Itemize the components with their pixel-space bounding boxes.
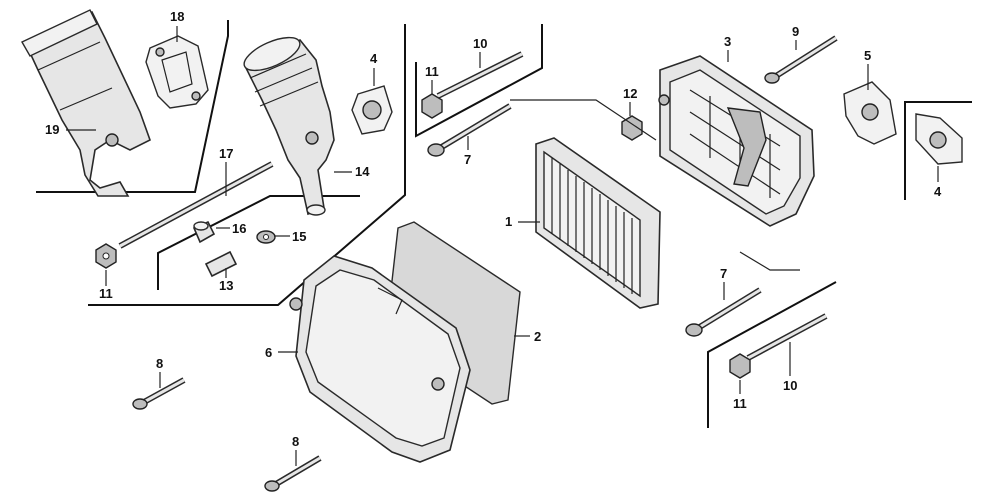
filter-element-1 <box>535 137 661 309</box>
air-cleaner-case-3 <box>658 55 815 227</box>
bolt-10-bottom <box>746 313 828 361</box>
air-cleaner-cover-6 <box>289 255 471 463</box>
callout-2: 2 <box>534 329 541 344</box>
callout-5: 5 <box>864 48 871 63</box>
callout-labels: 19 18 4 17 11 16 15 13 14 11 10 7 12 3 9… <box>45 9 942 449</box>
nut-16 <box>256 230 276 244</box>
callout-19: 19 <box>45 122 59 137</box>
gasket-4-left <box>351 85 393 135</box>
nut-12 <box>621 115 643 141</box>
callout-1: 1 <box>505 214 512 229</box>
divider-bottom-bolts <box>707 281 837 428</box>
gasket-18 <box>145 35 209 109</box>
callout-16: 15 <box>292 229 306 244</box>
nut-11-top <box>421 93 443 119</box>
callout-8-bottom: 8 <box>292 434 299 449</box>
filter-pleats <box>551 158 633 294</box>
bolt-8-bottom <box>264 455 322 492</box>
callout-11-top: 11 <box>425 64 439 79</box>
bolt-8-left <box>132 377 186 410</box>
callout-10-top: 10 <box>473 36 487 51</box>
divider-middle-group <box>88 24 406 306</box>
callout-8-left: 8 <box>156 356 163 371</box>
pin-13 <box>204 250 238 278</box>
callout-11-bottom: 11 <box>733 396 747 411</box>
callout-18: 18 <box>170 9 184 24</box>
callout-9: 9 <box>792 24 799 39</box>
stud-15 <box>118 161 274 249</box>
callout-4-right: 4 <box>934 184 942 199</box>
callout-10-bottom: 10 <box>783 378 797 393</box>
callout-7-bottom: 7 <box>720 266 727 281</box>
gasket-5 <box>843 81 897 145</box>
callout-7-top: 7 <box>464 152 471 167</box>
callout-15: 17 <box>219 146 233 161</box>
callout-13: 13 <box>219 278 233 293</box>
bolt-9 <box>764 35 838 84</box>
callout-12: 12 <box>623 86 637 101</box>
bolt-7-bottom <box>685 287 762 337</box>
callout-14: 14 <box>355 164 370 179</box>
nut-11-bottom <box>729 353 751 379</box>
collar-17 <box>192 220 216 244</box>
callout-17: 16 <box>232 221 246 236</box>
callout-11-left: 11 <box>99 286 113 301</box>
nut-11-left <box>95 243 117 269</box>
intake-elbow-14 <box>243 36 335 216</box>
bolt-10-top <box>436 51 524 99</box>
gasket-4-right <box>915 113 963 165</box>
divider-right-gasket <box>904 101 972 200</box>
callout-4-left: 4 <box>370 51 378 66</box>
callout-6: 6 <box>265 345 272 360</box>
bolt-7-top <box>427 103 512 157</box>
intake-pipe-19 <box>21 9 151 197</box>
leader-lines <box>66 26 939 466</box>
divider-top-bolts <box>415 24 543 138</box>
callout-3: 3 <box>724 34 731 49</box>
